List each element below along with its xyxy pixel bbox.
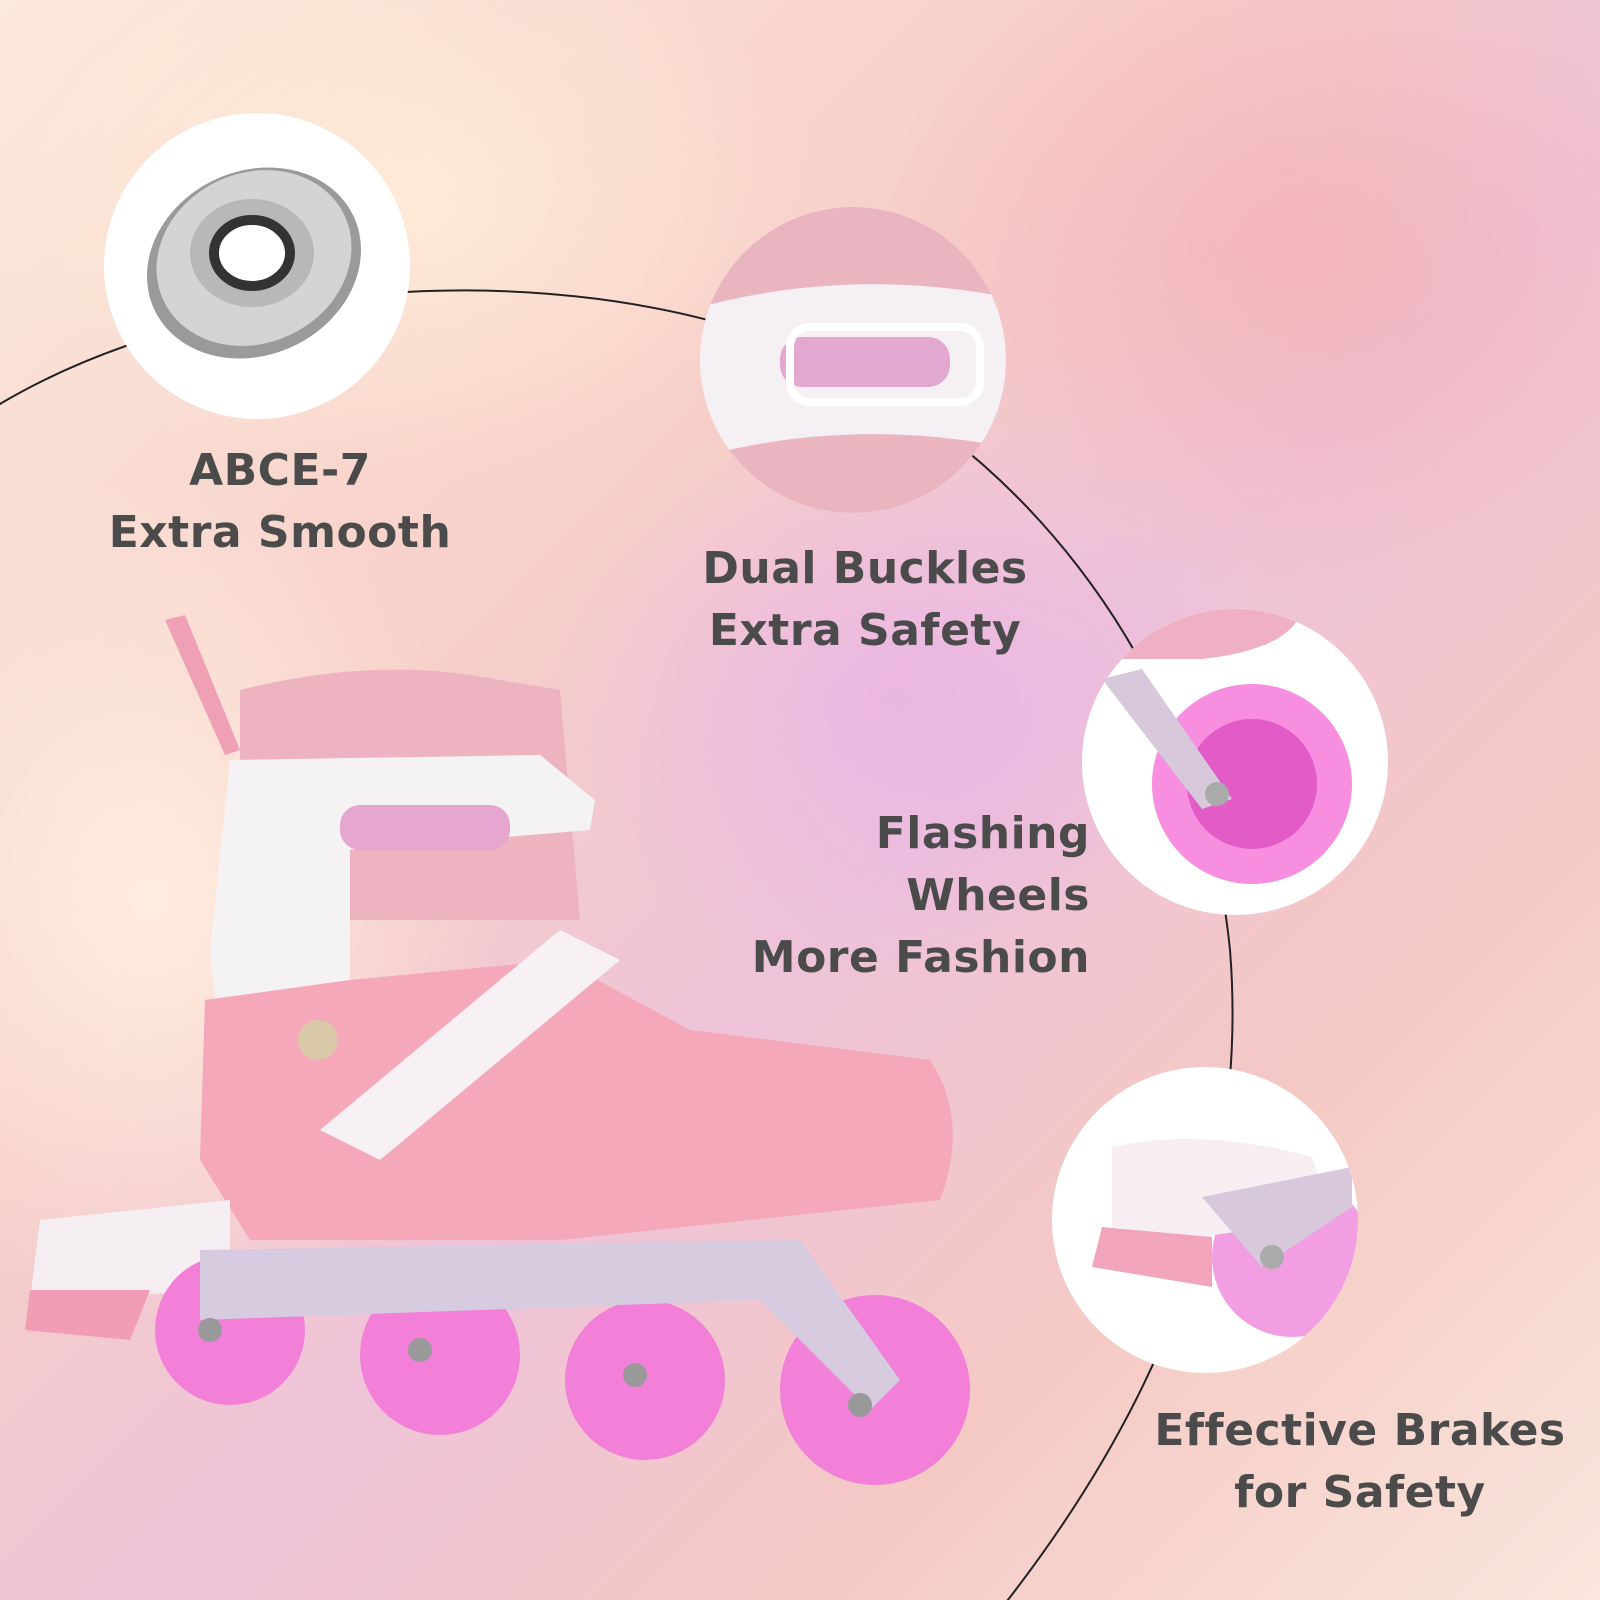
wheel-image [1082,609,1388,915]
feature-subtitle: Extra Smooth [108,507,452,558]
bearing-image [104,113,410,419]
feature-title: ABCE-7 [189,445,371,496]
buckle-image [700,207,1006,513]
feature-wheel-label: Flashing Wheels More Fashion [680,803,1090,989]
inline-skate-image [25,615,970,1485]
feature-subtitle: for Safety [1234,1467,1486,1518]
feature-subtitle: More Fashion [751,932,1090,983]
brake-image [1052,1067,1358,1373]
feature-brake-label: Effective Brakes for Safety [1150,1400,1570,1524]
feature-buckle-label: Dual Buckles Extra Safety [690,538,1040,662]
feature-title: Effective Brakes [1154,1405,1566,1456]
feature-title: Flashing Wheels [875,808,1090,921]
feature-subtitle: Extra Safety [708,605,1022,656]
feature-title: Dual Buckles [702,543,1028,594]
feature-bearing-label: ABCE-7 Extra Smooth [100,440,460,564]
